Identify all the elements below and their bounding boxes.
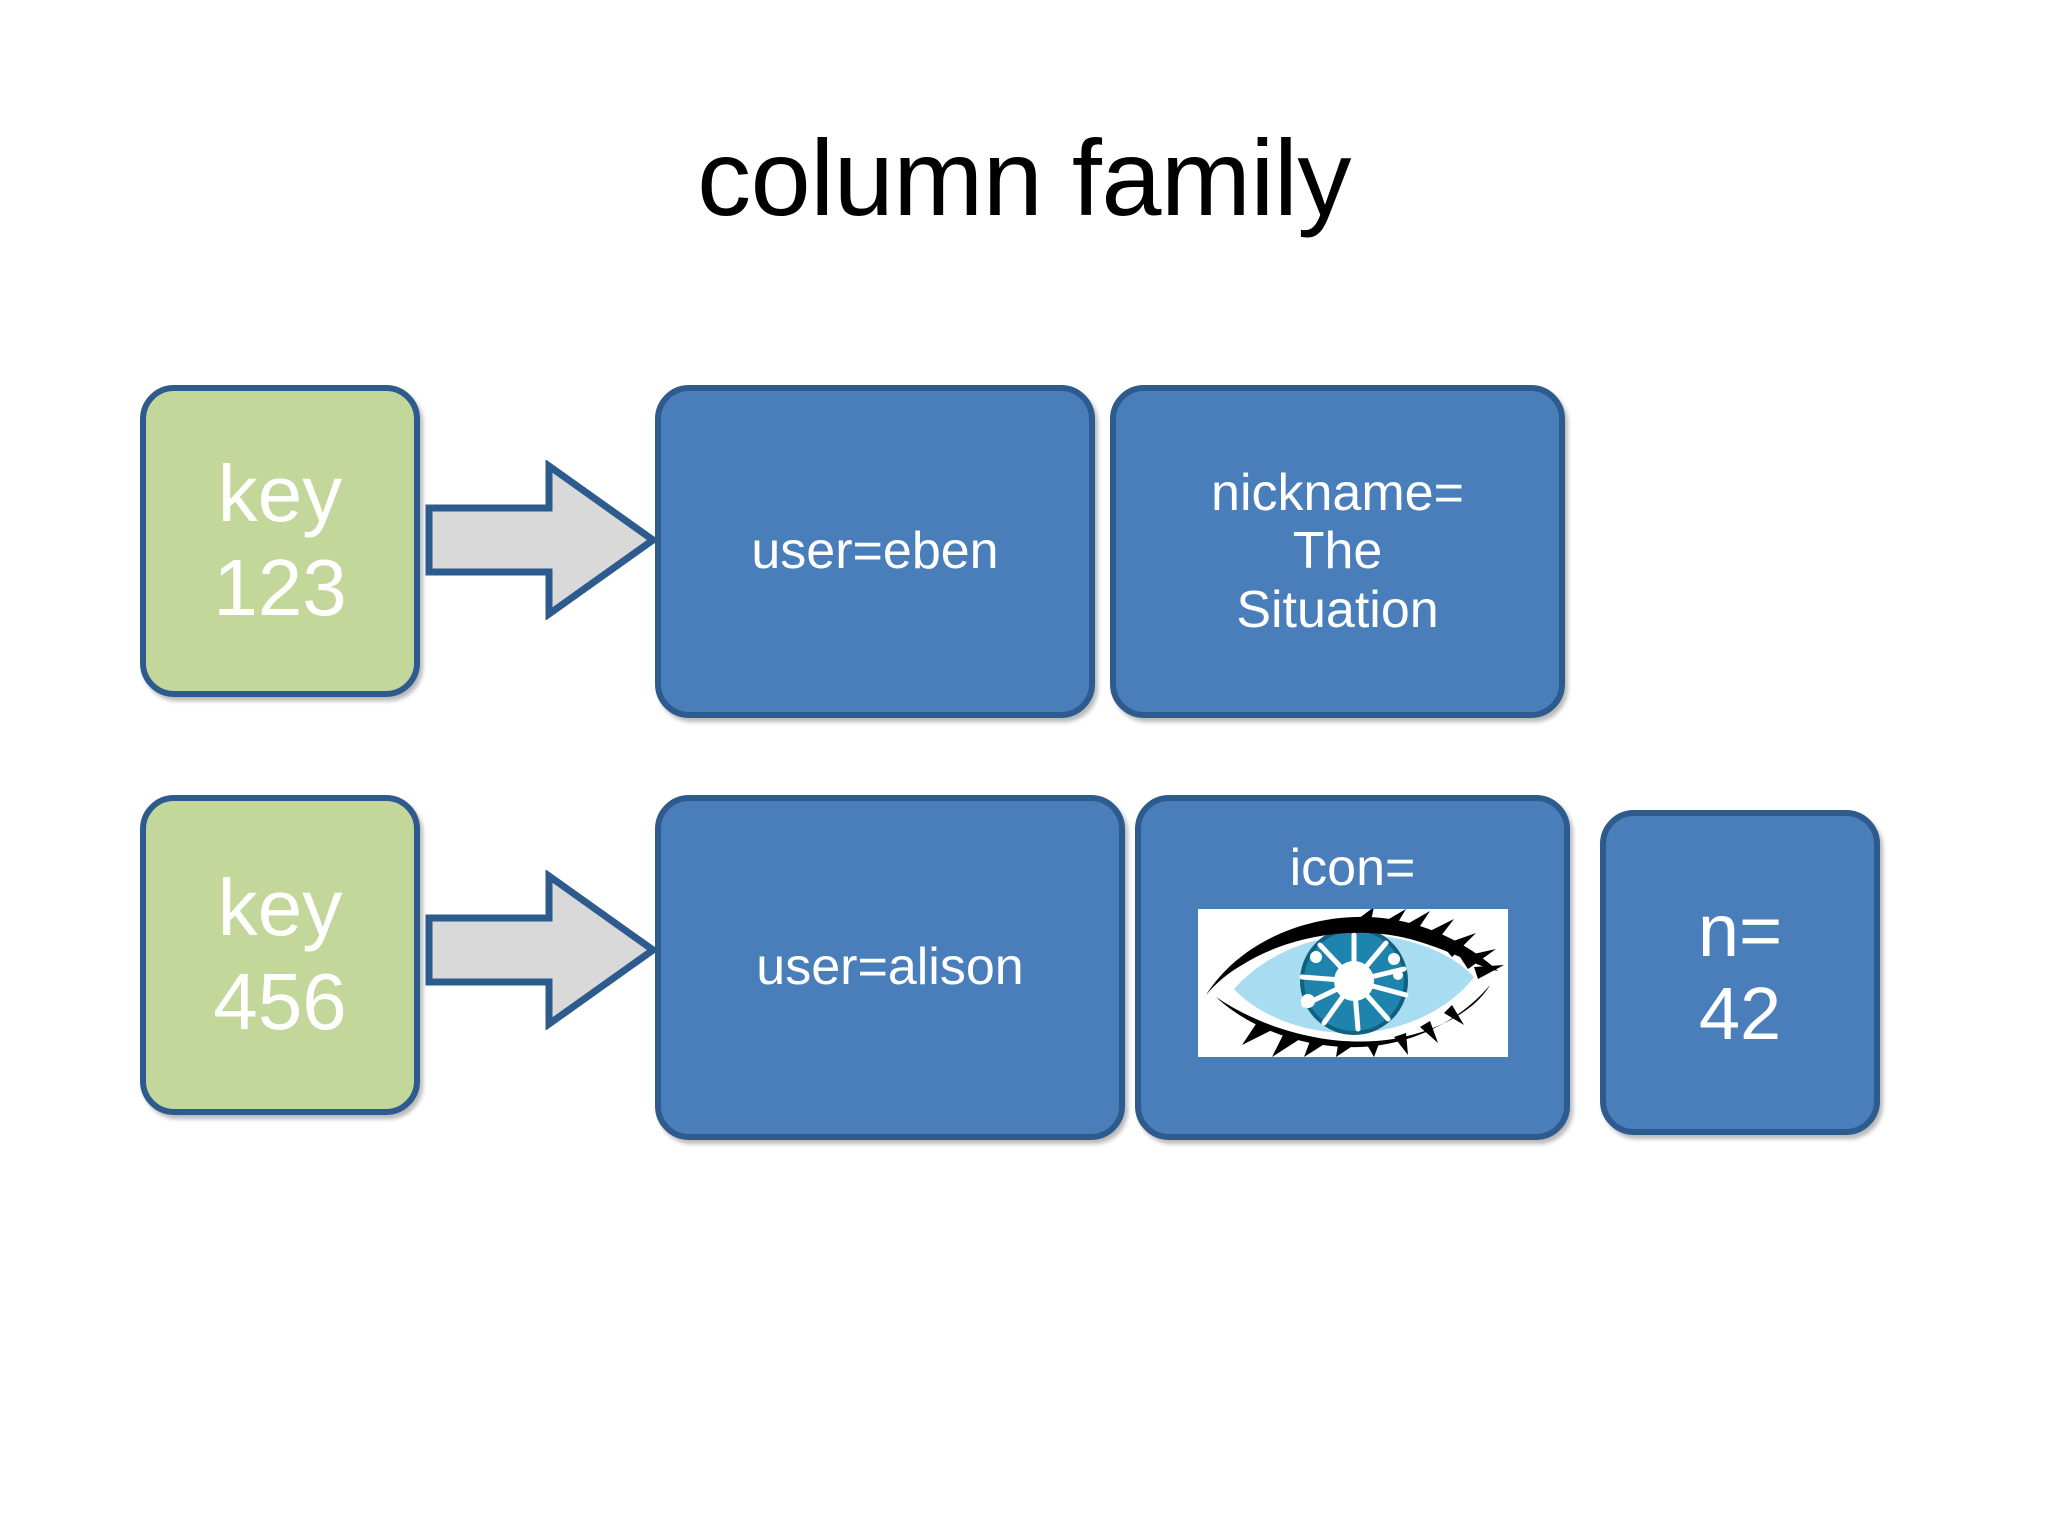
row-2-key-label: key: [217, 863, 343, 953]
row-2-key-box[interactable]: key 456: [140, 795, 420, 1115]
row-1-key-label: key: [217, 449, 343, 539]
eye-illustration-icon: [1197, 909, 1508, 1058]
row-1-column-user-text: user=eben: [751, 522, 999, 581]
row-1-column-nickname-line-3: Situation: [1236, 580, 1439, 639]
row-2-key-value: 456: [213, 957, 347, 1046]
row-2-column-icon[interactable]: icon=: [1135, 795, 1570, 1140]
row-1-column-nickname[interactable]: nickname= The Situation: [1110, 385, 1565, 718]
row-2-column-icon-label: icon=: [1289, 839, 1416, 897]
row-1-column-user[interactable]: user=eben: [655, 385, 1095, 718]
row-2-right-block-arrow: [425, 870, 657, 1030]
row-1-column-nickname-line-1: nickname=: [1211, 464, 1464, 523]
row-2-column-n-line-1: n=: [1697, 888, 1783, 972]
row-2-column-n-line-2: 42: [1698, 971, 1782, 1055]
row-2-column-user[interactable]: user=alison: [655, 795, 1125, 1140]
row-2-column-user-text: user=alison: [756, 938, 1024, 997]
row-1-key-value: 123: [213, 543, 347, 632]
row-1-column-nickname-line-2: The: [1292, 522, 1383, 581]
row-1-right-block-arrow: [425, 460, 657, 620]
row-2-column-n[interactable]: n= 42: [1600, 810, 1880, 1135]
row-1-key-box[interactable]: key 123: [140, 385, 420, 697]
page-title: column family: [697, 117, 1351, 238]
